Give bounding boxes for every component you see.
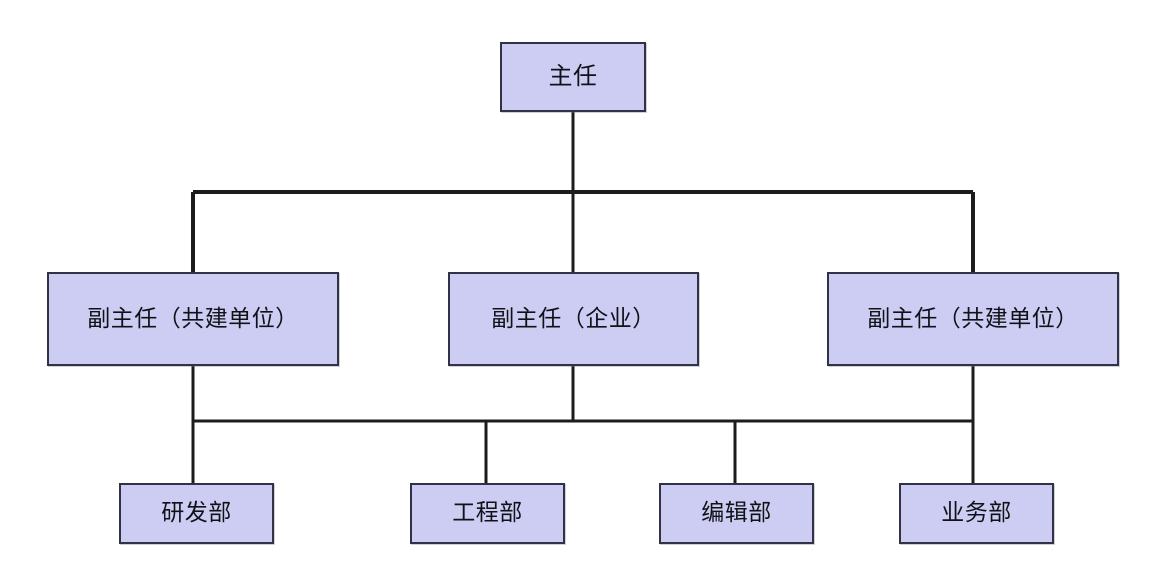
org-node-label: 工程部 xyxy=(452,500,523,527)
org-node-deputy-joint-left[interactable]: 副主任（共建单位） xyxy=(47,272,339,366)
org-node-rnd-dept[interactable]: 研发部 xyxy=(119,483,274,544)
org-node-deputy-joint-right[interactable]: 副主任（共建单位） xyxy=(827,272,1119,366)
org-node-business-dept[interactable]: 业务部 xyxy=(899,483,1054,544)
org-node-label: 副主任（共建单位） xyxy=(867,305,1079,332)
org-node-engineering-dept[interactable]: 工程部 xyxy=(410,483,565,544)
org-node-director[interactable]: 主任 xyxy=(500,42,646,112)
org-node-label: 业务部 xyxy=(941,500,1012,527)
org-node-deputy-enterprise[interactable]: 副主任（企业） xyxy=(448,272,699,366)
org-node-label: 副主任（企业） xyxy=(491,305,656,332)
org-node-label: 副主任（共建单位） xyxy=(87,305,299,332)
org-node-editorial-dept[interactable]: 编辑部 xyxy=(659,483,814,544)
org-node-label: 编辑部 xyxy=(701,500,772,527)
org-node-label: 研发部 xyxy=(161,500,232,527)
org-node-label: 主任 xyxy=(548,62,598,91)
